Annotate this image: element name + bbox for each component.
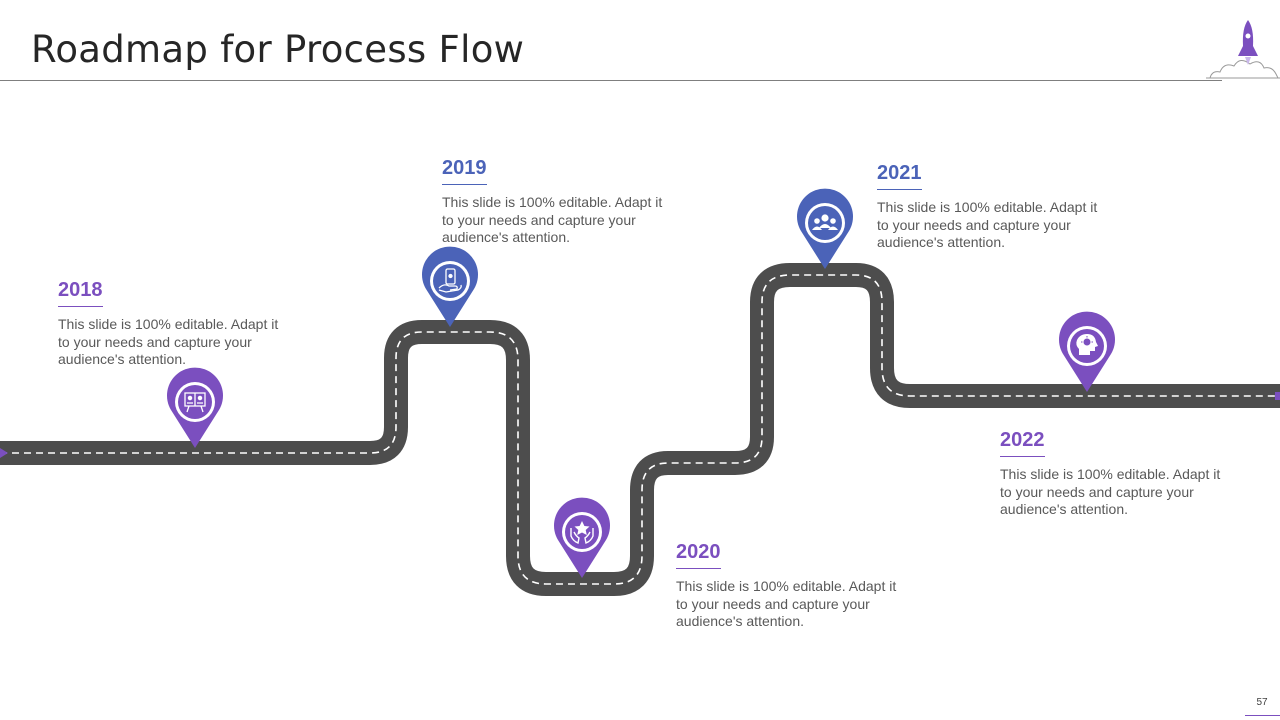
milestone-description: This slide is 100% editable. Adapt it to… <box>877 199 1098 250</box>
mobile-in-hand-icon <box>438 268 462 293</box>
milestone-2018: 2018 This slide is 100% editable. Adapt … <box>58 279 290 369</box>
milestone-description: This slide is 100% editable. Adapt it to… <box>1000 466 1221 517</box>
rocket-icon <box>1206 20 1280 79</box>
presentation-board-icon <box>184 392 206 413</box>
milestone-description: This slide is 100% editable. Adapt it to… <box>676 578 897 629</box>
title-divider <box>0 80 1222 81</box>
milestone-pin-2022 <box>1059 311 1115 392</box>
road-start-arrow <box>0 448 8 458</box>
milestone-pin-2021 <box>797 188 853 269</box>
milestone-year: 2020 <box>676 541 721 569</box>
slide-number-underline <box>1245 715 1280 716</box>
milestone-year: 2019 <box>442 157 487 185</box>
road-end-marker <box>1275 392 1280 400</box>
milestone-2020: 2020 This slide is 100% editable. Adapt … <box>676 541 908 631</box>
star-in-hands-icon <box>570 521 594 544</box>
milestone-pin-2020 <box>554 497 610 578</box>
milestone-year: 2018 <box>58 279 103 307</box>
slide-number: 57 <box>1256 697 1268 708</box>
milestone-2021: 2021 This slide is 100% editable. Adapt … <box>877 162 1109 252</box>
milestone-year: 2021 <box>877 162 922 190</box>
milestone-pin-2018 <box>167 367 223 448</box>
milestone-2019: 2019 This slide is 100% editable. Adapt … <box>442 157 674 247</box>
milestone-pin-2019 <box>422 246 478 327</box>
road-center-line <box>0 274 1280 585</box>
page-title: Roadmap for Process Flow <box>31 28 525 71</box>
milestone-2022: 2022 This slide is 100% editable. Adapt … <box>1000 429 1232 519</box>
head-idea-icon <box>1076 334 1098 355</box>
team-group-icon <box>812 214 838 230</box>
milestone-description: This slide is 100% editable. Adapt it to… <box>58 316 279 367</box>
milestone-description: This slide is 100% editable. Adapt it to… <box>442 194 663 245</box>
milestone-year: 2022 <box>1000 429 1045 457</box>
